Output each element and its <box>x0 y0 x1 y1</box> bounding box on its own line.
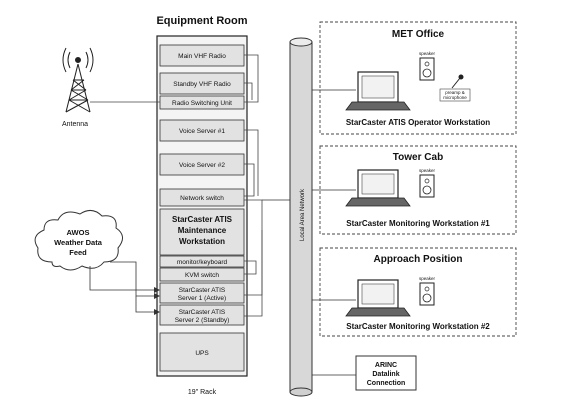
kvm-label: KVM switch <box>185 272 219 279</box>
maint-label-3: Workstation <box>179 237 225 246</box>
server-1-label-2: Server 1 (Active) <box>178 295 226 302</box>
main-vhf-label: Main VHF Radio <box>178 53 226 60</box>
tower-cab-title: Tower Cab <box>393 152 443 163</box>
arinc-box <box>355 355 417 391</box>
ups <box>159 332 245 372</box>
rack-label: 19" Rack <box>188 389 217 396</box>
server-1-label-1: StarCaster ATIS <box>179 287 226 294</box>
equipment-room-title: Equipment Room <box>156 15 247 27</box>
arinc-label-2: Datalink <box>372 371 399 378</box>
awos-label-3: Feed <box>69 248 87 257</box>
arinc-label-3: Connection <box>367 380 406 387</box>
rack <box>156 35 248 377</box>
speaker-icon <box>419 174 435 198</box>
approach-panel <box>319 247 517 337</box>
rack-cabling <box>244 54 263 317</box>
laptop-icon <box>345 71 411 111</box>
arrow-icon <box>154 309 160 315</box>
approach-title: Approach Position <box>374 254 463 265</box>
radio-switching-label: Radio Switching Unit <box>172 100 232 107</box>
approach-workstation-label: StarCaster Monitoring Workstation #2 <box>346 322 490 331</box>
voice-server-2-label: Voice Server #2 <box>179 162 225 169</box>
server-2 <box>159 304 245 326</box>
met-speaker-label: speaker <box>419 51 436 56</box>
speaker-icon <box>419 282 435 306</box>
met-workstation-label: StarCaster ATIS Operator Workstation <box>346 118 490 127</box>
main-vhf-radio <box>159 44 245 67</box>
voice-server-2 <box>159 153 245 176</box>
maintenance-workstation <box>159 208 245 256</box>
monitor-keyboard <box>159 255 245 268</box>
ups-label: UPS <box>195 350 209 357</box>
server-2-label-1: StarCaster ATIS <box>179 309 226 316</box>
monitor-keyboard-label: monitor/keyboard <box>177 259 228 266</box>
antenna-label: Antenna <box>62 121 88 128</box>
lan-label: Local Area Network <box>300 188 306 241</box>
approach-speaker-label: speaker <box>419 276 436 281</box>
laptop-icon <box>345 279 411 317</box>
network-switch-label: Network switch <box>180 195 224 202</box>
awos-label-1: AWOS <box>67 228 90 237</box>
tower-speaker-label: speaker <box>419 168 436 173</box>
lan-links <box>312 89 356 376</box>
antenna-icon <box>62 47 94 113</box>
met-mic-label-1: preamp & <box>445 90 465 95</box>
kvm-switch <box>159 267 245 282</box>
arrow-icon <box>154 287 160 293</box>
microphone-icon <box>451 74 464 89</box>
laptop-icon <box>345 169 411 207</box>
lan-backbone <box>289 37 313 397</box>
met-office-title: MET Office <box>392 29 445 40</box>
server-1 <box>159 282 245 304</box>
preamp-box <box>439 88 471 102</box>
voice-server-1 <box>159 119 245 142</box>
met-office-panel <box>319 21 517 135</box>
awos-label-2: Weather Data <box>54 238 103 247</box>
speaker-icon <box>419 57 435 81</box>
maint-label-2: Maintenance <box>178 226 227 235</box>
awos-feed-lines <box>89 261 156 313</box>
arrow-icon <box>154 293 160 299</box>
radio-switching-unit <box>159 95 245 110</box>
arinc-label-1: ARINC <box>375 362 397 369</box>
awos-cloud <box>34 210 123 271</box>
network-switch <box>159 188 245 207</box>
voice-server-1-label: Voice Server #1 <box>179 128 225 135</box>
maint-label-1: StarCaster ATIS <box>172 215 233 224</box>
met-mic-label-2: microphone <box>443 95 467 100</box>
standby-vhf-radio <box>159 72 245 95</box>
server-2-label-2: Server 2 (Standby) <box>175 317 230 324</box>
tower-workstation-label: StarCaster Monitoring Workstation #1 <box>346 219 490 228</box>
tower-cab-panel <box>319 145 517 235</box>
standby-vhf-label: Standby VHF Radio <box>173 81 231 88</box>
